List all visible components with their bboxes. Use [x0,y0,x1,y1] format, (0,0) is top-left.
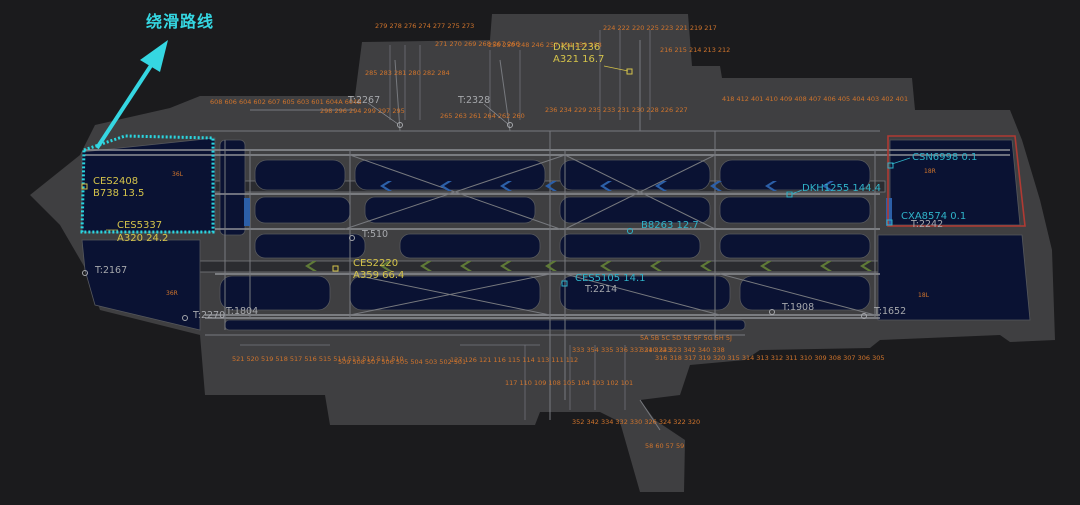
stand-labels: 521 520 519 518 517 516 515 514 513 512 … [232,355,404,363]
stand-labels: 224 222 220 225 223 221 219 217 [603,24,717,32]
runway-label-36l: 36L [172,171,184,178]
flight-info: A321 16.7 [553,54,604,65]
stand-labels: 271 270 269 268 267 266 [435,40,520,48]
flight-tag-departure-cxa8574[interactable]: CXA8574 0.1 [886,211,966,226]
timer-label: T:1652 [873,306,906,317]
flight-tag-arrival-ces2408[interactable]: CES2408 B738 13.5 [81,176,144,199]
flight-tag-departure-b8263[interactable]: B8263 12.7 [627,220,699,234]
stand-labels: 256 250 248 246 257 254 259 258 [488,41,602,49]
timer-label: T:2214 [584,284,617,295]
flight-info: B738 13.5 [93,188,144,199]
flight-callsign: DKH1255 144.4 [802,183,881,194]
flight-tag-departure-csn6998[interactable]: CSN6998 0.1 [887,152,977,169]
annotation-arrow-icon [95,40,168,150]
stand-labels: 298 296 294 299 297 295 [320,107,405,115]
runway-labels: 36L 36R 18R 18L [166,168,936,299]
timer-label: T:2242 [910,219,943,230]
flight-callsign: DKH1236 [553,42,600,53]
taxiways [85,40,1010,431]
timer-label: T:1908 [781,302,814,313]
stand-labels: 316 318 317 319 320 315 314 313 312 311 … [655,354,885,362]
stand-labels: 216 215 214 213 212 [660,46,730,54]
stand-labels: 236 234 229 235 233 231 230 228 226 227 [545,106,688,114]
stand-labels: 418 412 401 410 409 408 407 406 405 404 … [722,95,908,103]
flight-tag-departure-dkh1255[interactable]: DKH1255 144.4 [786,183,881,198]
airport-apron [30,14,1055,492]
flight-info: A359 66.4 [353,270,404,281]
closed-area-outline [887,135,1026,227]
flight-tag-departure-ces5105[interactable]: CES5105 14.1 [561,273,646,287]
stand-labels: 279 278 276 274 277 275 273 [375,22,474,30]
stand-fingers [240,30,651,420]
flight-info: A320 24.2 [117,233,168,244]
flight-tag-arrival-ces5337[interactable]: CES5337 A320 24.2 [106,220,168,244]
runway-label-18l: 18L [918,292,930,299]
stand-labels: 321 322 323 342 340 338 [640,346,725,354]
stand-labels: 5A 5B 5C 5D 5E 5F 5G 5H 5J [640,334,732,342]
flight-tag-arrival-ces2220[interactable]: CES2220 A359 66.4 [332,258,404,281]
timer-label: T:2328 [457,95,490,106]
stand-labels: 509 508 507 506 505 504 503 502 501 [338,358,466,366]
stand-labels: 58 60 57 59 [645,442,684,450]
stand-labels: 285 283 281 280 282 284 [365,69,450,77]
stand-labels: 265 263 261 264 262 260 [440,112,525,120]
stand-number-labels: 279 278 276 274 277 275 273 271 270 269 … [210,22,908,450]
stand-labels: 117 110 109 108 105 104 103 102 101 [505,379,633,387]
timer-label: T:2167 [94,265,127,276]
timer-label: T:2267 [347,95,380,106]
flight-tag-arrival-dkh1236[interactable]: DKH1236 A321 16.7 [553,42,633,75]
flight-callsign: CXA8574 0.1 [901,211,966,222]
flight-callsign: CES2408 [93,176,138,187]
flight-callsign: B8263 12.7 [641,220,699,231]
runway-chevrons-north [244,181,892,226]
timer-label: T:510 [361,229,388,240]
runway-chevrons-south [305,261,872,271]
timer-tags: T:2267 T:2328 T:510 T:2167 T:2242 T:2214… [82,95,943,321]
stand-labels: 608 606 604 602 607 605 603 601 604A 604… [210,98,362,106]
flight-callsign: CSN6998 0.1 [912,152,977,163]
stand-labels: 352 342 334 332 330 326 324 322 320 [572,418,700,426]
detour-route-annotation: 绕滑路线 [146,12,215,31]
detour-route[interactable] [80,134,215,234]
flight-callsign: CES5105 14.1 [575,273,646,284]
flight-callsign: CES2220 [353,258,398,269]
runway-label-36r: 36R [166,290,178,297]
runway-label-18r: 18R [924,168,936,175]
stand-labels: 333 354 335 336 337 340 343 [572,346,671,354]
flight-callsign: CES5337 [117,220,162,231]
runway-strip-south [184,260,886,273]
stand-labels: 127 126 121 116 115 114 113 111 112 [450,356,578,364]
timer-label: T:2270 [192,310,225,321]
timer-label: T:1804 [225,306,258,317]
